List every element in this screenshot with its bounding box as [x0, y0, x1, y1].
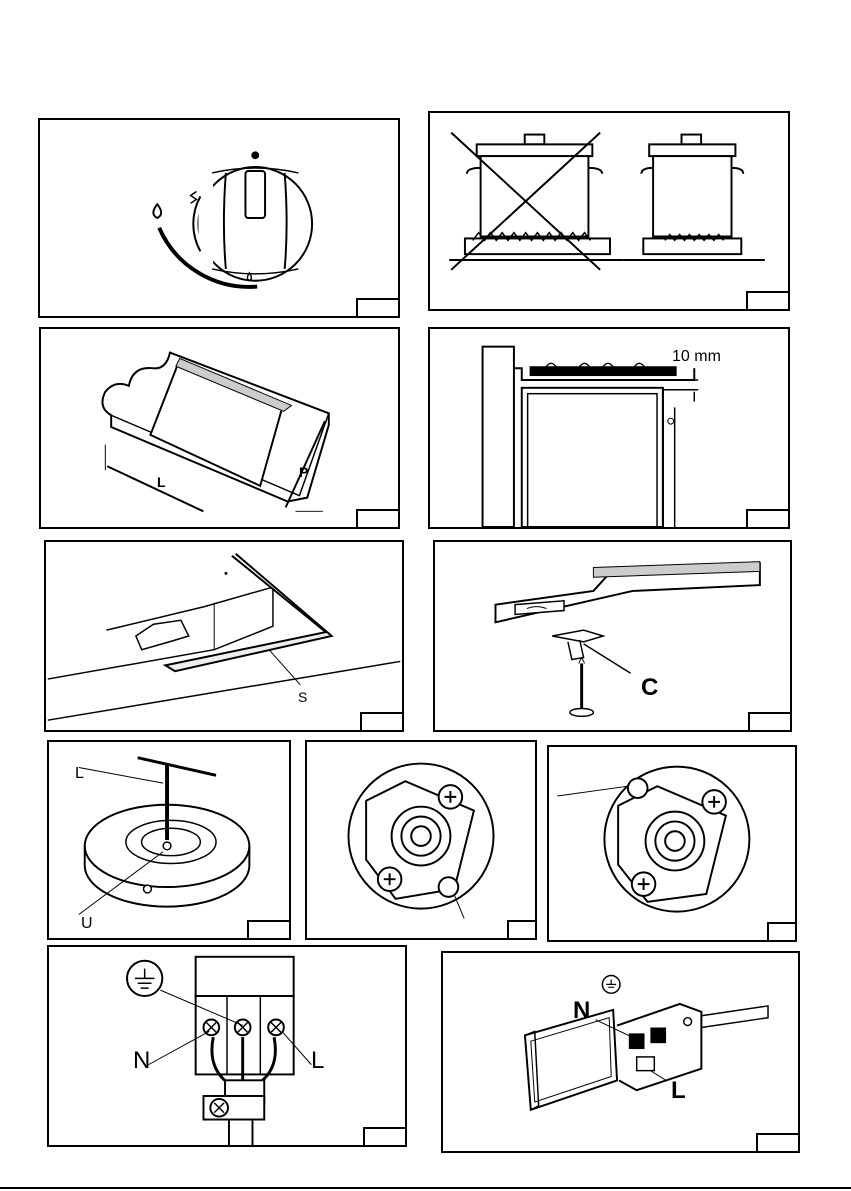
figure-number-box — [746, 509, 790, 529]
pots-drawing — [430, 113, 788, 309]
bracket-label-c: C — [641, 676, 658, 700]
figure-number-box — [507, 920, 537, 940]
connector-label-l: L — [671, 1079, 686, 1103]
bracket-drawing — [435, 542, 790, 730]
figure-clearance: 10 mm — [428, 327, 790, 529]
figure-bracket: C — [433, 540, 792, 732]
figure-connector: N L — [441, 951, 800, 1153]
figure-number-box — [748, 712, 792, 732]
figure-terminal: N L — [47, 945, 407, 1147]
burner-label-l: L — [75, 766, 84, 782]
figure-knob — [38, 118, 400, 318]
figure-number-box — [363, 1127, 407, 1147]
terminal-label-n: N — [133, 1049, 150, 1073]
connector-drawing — [443, 953, 798, 1151]
cutout-drawing — [41, 329, 398, 527]
figure-number-box — [360, 712, 404, 732]
valve-a-drawing — [307, 742, 535, 938]
figure-valve-a — [305, 740, 537, 940]
figure-number-box — [746, 291, 790, 311]
knob-drawing — [40, 120, 398, 316]
cutout-label-p: P — [299, 465, 308, 479]
valve-b-drawing — [549, 747, 795, 940]
figure-number-box — [756, 1133, 800, 1153]
footer-rule — [0, 1187, 851, 1189]
terminal-drawing — [49, 947, 405, 1145]
figure-cutout: L P — [39, 327, 400, 529]
figure-number-box — [356, 509, 400, 529]
burner-drawing — [49, 742, 289, 938]
figure-burner: L U — [47, 740, 291, 940]
burner-label-u: U — [81, 916, 93, 932]
figure-number-box — [247, 920, 291, 940]
seal-label-s: S — [298, 690, 307, 704]
figure-seal: S — [44, 540, 404, 732]
terminal-label-l: L — [311, 1049, 324, 1073]
cutout-label-l: L — [157, 475, 166, 489]
figure-pots — [428, 111, 790, 311]
clearance-dimension-label: 10 mm — [672, 349, 721, 365]
clearance-drawing — [430, 329, 788, 527]
connector-label-n: N — [573, 999, 590, 1023]
figure-valve-b — [547, 745, 797, 942]
figure-number-box — [356, 298, 400, 318]
figure-number-box — [767, 922, 797, 942]
seal-drawing — [46, 542, 402, 730]
